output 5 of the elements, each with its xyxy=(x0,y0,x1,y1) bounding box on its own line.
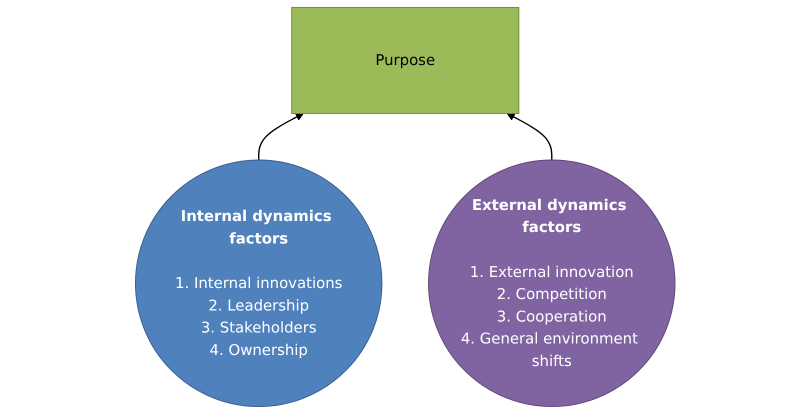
node-box: Purpose xyxy=(291,6,520,114)
node-circle: Internal dynamics factors 1. Internal innovations 2. Leadership 3. Stakeholders 4. Ownership xyxy=(135,160,383,407)
arrow xyxy=(258,113,304,160)
arrow xyxy=(506,113,553,160)
node-circle: External dynamics factors 1. External innovation 2. Competition 3. Cooperation 4. General environment shifts xyxy=(428,160,676,407)
